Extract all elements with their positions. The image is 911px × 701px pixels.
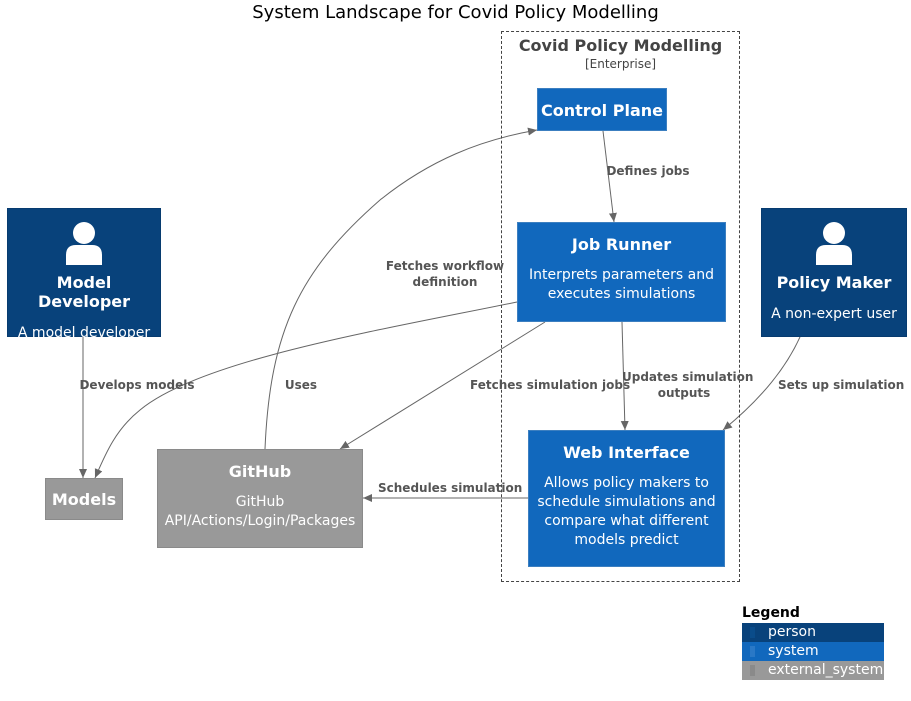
web-interface-description-line: schedule simulations and (537, 494, 716, 510)
policy-maker-node[interactable]: Policy Maker A non-expert user (761, 208, 907, 337)
legend-swatch (750, 665, 755, 676)
legend-label: person (768, 624, 816, 640)
github-node[interactable]: GitHub GitHub API/Actions/Login/Packages (157, 449, 363, 548)
legend-swatch (750, 646, 755, 657)
job-runner-description-line: Interprets parameters and (528, 267, 715, 283)
control-plane-node[interactable]: Control Plane (537, 88, 667, 131)
web-interface-description-line: compare what different (544, 513, 709, 529)
edge-fetches-workflow (264, 127, 538, 450)
legend-item-external-system: external_system (742, 661, 884, 680)
edge-fetches-sim-jobs (339, 321, 546, 450)
label-line: definition (412, 275, 478, 289)
web-interface-node[interactable]: Web Interface Allows policy makers to sc… (528, 430, 725, 567)
edge-uses (94, 301, 518, 479)
boundary-type: [Enterprise] (584, 57, 657, 71)
label-fetches-workflow: Fetches workflow definition (385, 258, 505, 290)
label-updates-outputs: Updates simulation outputs (622, 369, 754, 401)
edge-updates-outputs (620, 321, 629, 431)
models-node[interactable]: Models (45, 478, 123, 520)
github-name: GitHub (228, 462, 292, 481)
models-name: Models (51, 490, 117, 509)
policy-maker-description: A non-expert user (771, 306, 897, 322)
legend-label: system (768, 643, 819, 659)
job-runner-node[interactable]: Job Runner Interprets parameters and exe… (517, 222, 726, 322)
legend-swatch (750, 627, 755, 638)
person-icon (816, 222, 852, 265)
label-defines-jobs: Defines jobs (606, 164, 690, 178)
github-description-line: GitHub (235, 494, 285, 510)
label-fetches-simulation-jobs: Fetches simulation jobs (470, 378, 631, 392)
job-runner-name: Job Runner (571, 235, 672, 254)
legend-item-system: system (742, 642, 884, 661)
job-runner-description-line: executes simulations (547, 286, 696, 302)
legend-label: external_system (768, 662, 884, 678)
label-uses: Uses (284, 378, 318, 392)
label-sets-up-simulation: Sets up simulation (778, 378, 905, 392)
edge-defines-jobs (602, 130, 617, 223)
legend-item-person: person (742, 623, 884, 642)
policy-maker-name: Policy Maker (776, 273, 892, 292)
label-develops-models: Develops models (79, 378, 195, 392)
web-interface-description-line: models predict (574, 532, 679, 548)
control-plane-name: Control Plane (541, 101, 663, 120)
boundary-title: Covid Policy Modelling (518, 36, 723, 55)
model-developer-node[interactable]: Model Developer A model developer (7, 208, 161, 341)
label-line: outputs (657, 386, 711, 400)
legend-title: Legend (742, 605, 800, 621)
label-line: Fetches workflow (385, 259, 505, 273)
enterprise-boundary (501, 31, 740, 582)
edge-sets-up-simulation (722, 336, 801, 431)
web-interface-name: Web Interface (563, 443, 690, 462)
web-interface-description-line: Allows policy makers to (544, 475, 709, 491)
label-schedules-simulation: Schedules simulation (378, 481, 523, 495)
model-developer-name: Model Developer (37, 273, 131, 311)
diagram-title: System Landscape for Covid Policy Modell… (252, 2, 659, 23)
github-description-line: API/Actions/Login/Packages (164, 513, 356, 529)
model-developer-description: A model developer (17, 325, 151, 341)
person-icon (66, 222, 102, 265)
label-line: Updates simulation (622, 370, 754, 384)
